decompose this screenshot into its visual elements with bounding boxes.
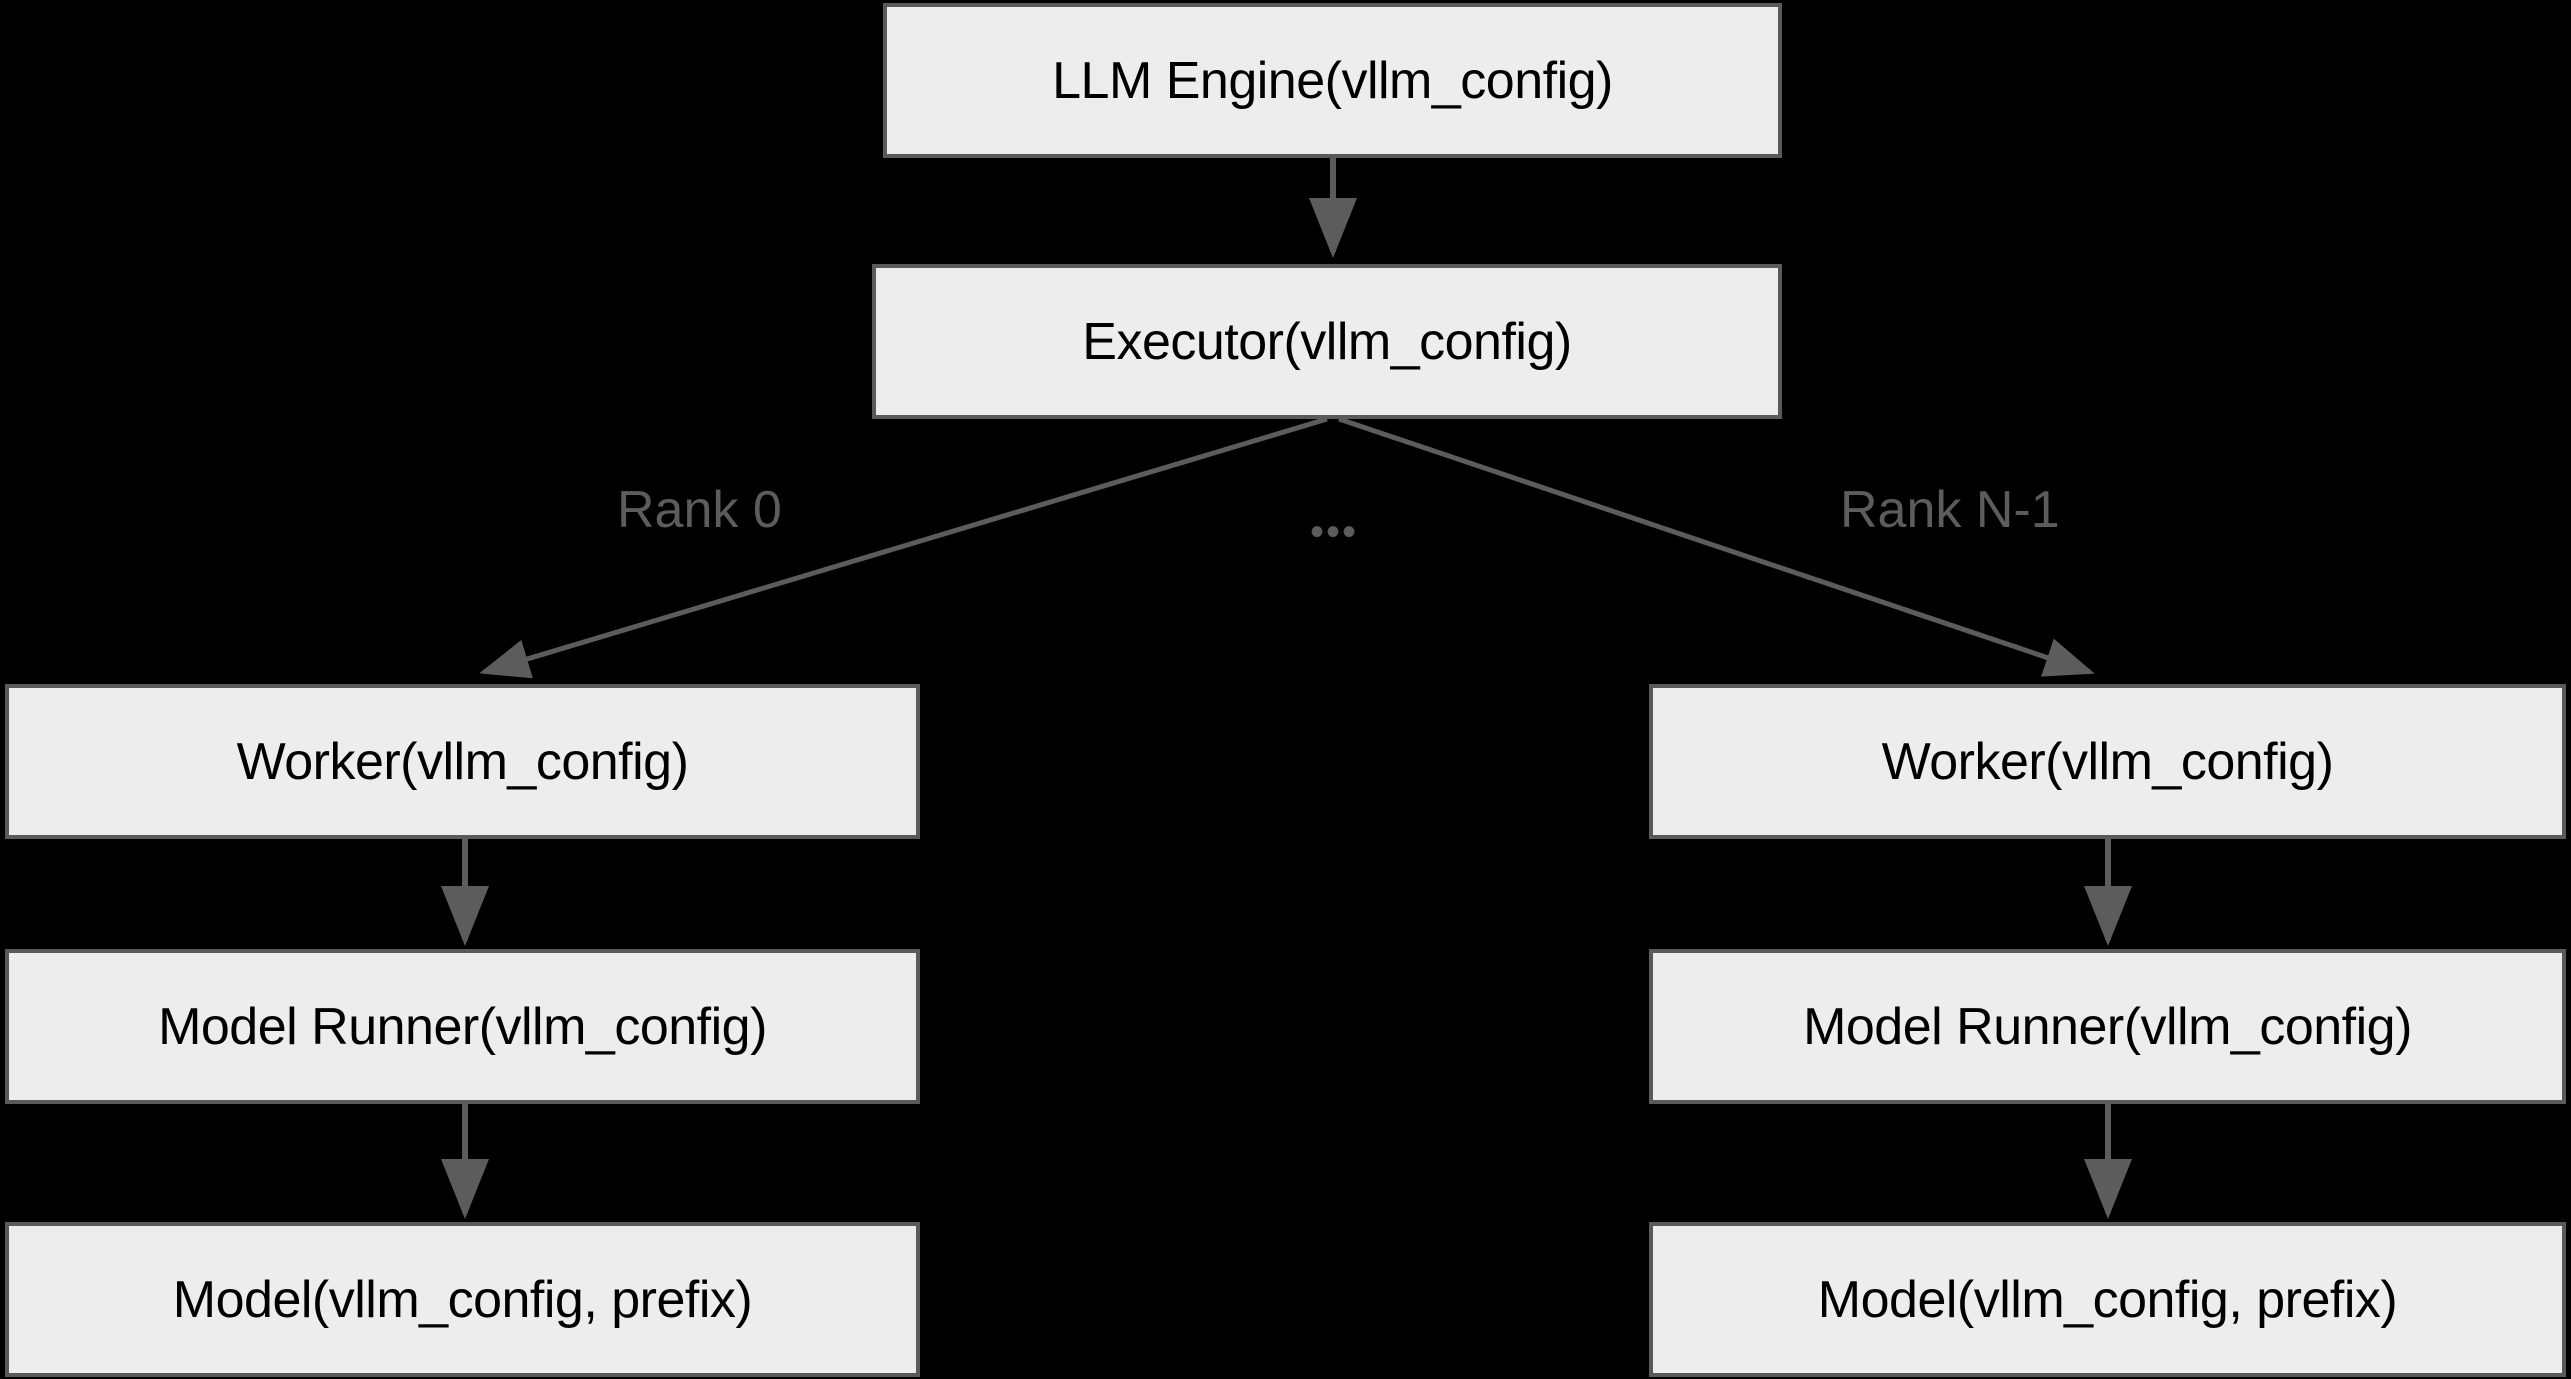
edge-label-rank-n: Rank N-1 bbox=[1840, 481, 2060, 539]
edge-label-ellipsis: ••• bbox=[1310, 510, 1359, 554]
node-model-rank0: Model(vllm_config, prefix) bbox=[5, 1222, 920, 1377]
node-model-runner-rankn: Model Runner(vllm_config) bbox=[1649, 949, 2566, 1104]
node-model-rankn: Model(vllm_config, prefix) bbox=[1649, 1222, 2566, 1377]
node-llm-engine: LLM Engine(vllm_config) bbox=[883, 3, 1782, 158]
edge-executor-to-worker-rank0 bbox=[479, 416, 1328, 679]
edge-label-rank-0: Rank 0 bbox=[617, 481, 782, 539]
node-worker-rank0: Worker(vllm_config) bbox=[5, 684, 920, 839]
node-worker-rankn: Worker(vllm_config) bbox=[1649, 684, 2566, 839]
node-executor: Executor(vllm_config) bbox=[872, 264, 1782, 419]
node-model-runner-rank0: Model Runner(vllm_config) bbox=[5, 949, 920, 1104]
edge-executor-to-worker-rankn bbox=[1338, 416, 2095, 677]
